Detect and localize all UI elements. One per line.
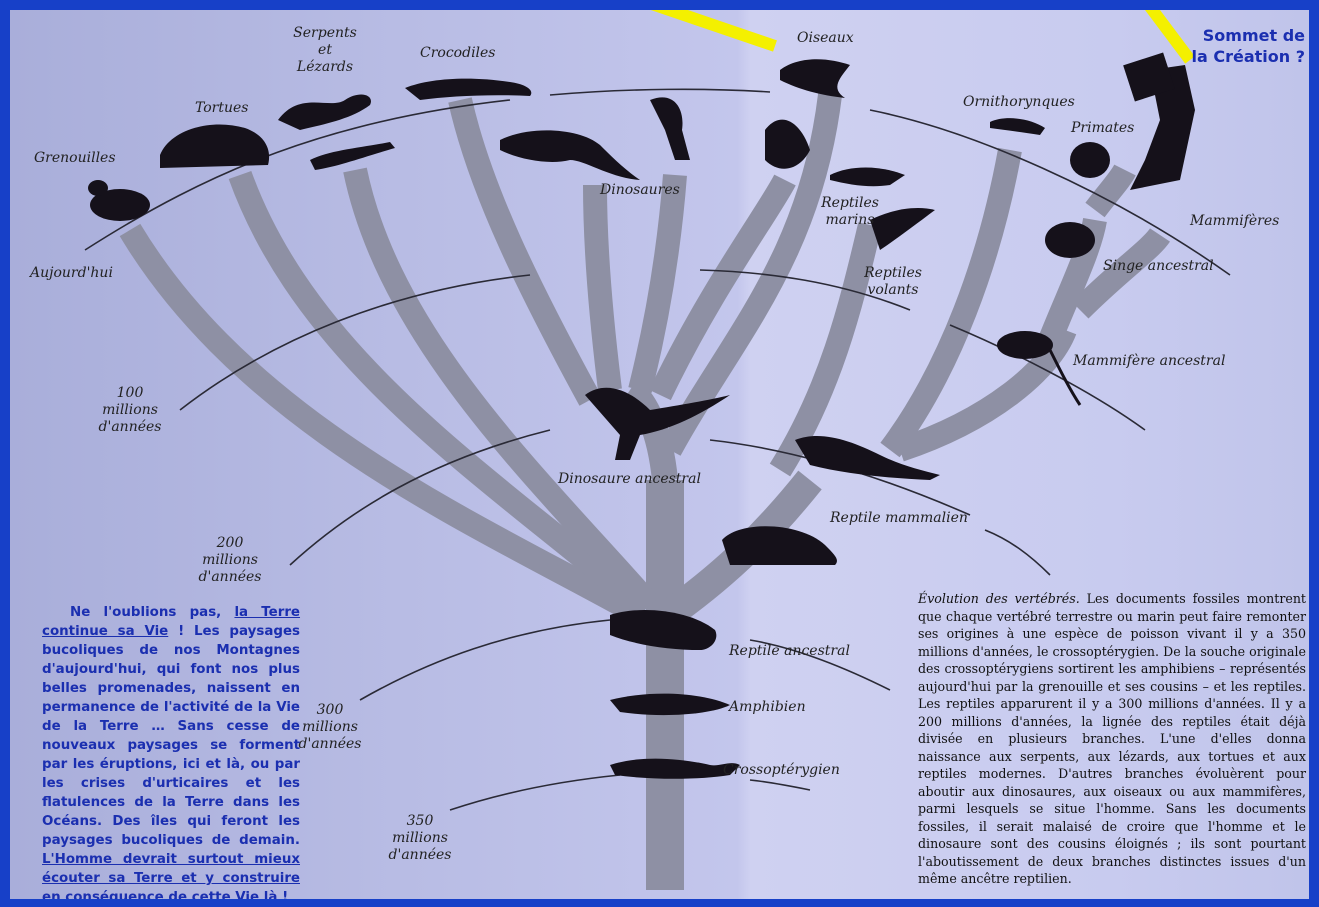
label-crossopterygien: Crossoptérygien	[723, 762, 840, 779]
ichthyosaur-silhouette	[830, 168, 905, 187]
crocodile-silhouette	[405, 79, 531, 100]
label-mammiferes: Mammifères	[1190, 213, 1279, 230]
label-reptiles-marins: Reptiles marins	[815, 195, 885, 229]
pointer-left	[640, 10, 775, 46]
label-serpents-lezards: Serpents et Lézards	[290, 25, 360, 76]
label-grenouilles: Grenouilles	[34, 150, 116, 167]
dinosaur-theropod-silhouette	[650, 97, 690, 160]
turtle-silhouette	[160, 124, 269, 168]
ancestral-reptile-silhouette	[610, 610, 716, 650]
lizard-silhouette	[310, 142, 395, 170]
ancestral-mammal-silhouette	[997, 331, 1053, 359]
therapsid-silhouette	[722, 526, 837, 565]
link-homme-ecouter[interactable]: L'Homme devrait surtout mieux écouter sa…	[42, 852, 300, 899]
amphibian-silhouette	[610, 694, 730, 715]
label-amphibien: Amphibien	[729, 699, 806, 716]
label-tortues: Tortues	[195, 100, 248, 117]
snake-silhouette	[278, 95, 371, 130]
monkey-silhouette	[1045, 222, 1095, 258]
bird-silhouette	[780, 59, 850, 98]
label-singe-ancestral: Singe ancestral	[1103, 258, 1214, 275]
label-dinosaures: Dinosaures	[600, 182, 680, 199]
label-primates: Primates	[1071, 120, 1134, 137]
label-reptile-mammalien: Reptile mammalien	[830, 510, 968, 527]
label-reptiles-volants: Reptiles volants	[858, 265, 928, 299]
platypus-silhouette	[990, 118, 1045, 135]
archaeopteryx-silhouette	[765, 120, 810, 169]
pointer-right	[1145, 10, 1190, 60]
yellow-pointers	[640, 10, 1190, 60]
label-crocodiles: Crocodiles	[420, 45, 496, 62]
label-aujourdhui: Aujourd'hui	[30, 265, 113, 282]
evolution-diagram: Grenouilles Aujourd'hui Tortues Serpents…	[10, 10, 1309, 899]
label-oiseaux: Oiseaux	[797, 30, 854, 47]
label-reptile-ancestral: Reptile ancestral	[729, 643, 850, 660]
caption-evolution: Évolution des vertébrés. Les documents f…	[918, 590, 1306, 888]
label-mammifere-ancestral: Mammifère ancestral	[1073, 353, 1225, 370]
primate-silhouette	[1070, 142, 1110, 178]
crossopterygian-silhouette	[610, 759, 740, 779]
annotation-sommet: Sommet de la Création ?	[1192, 25, 1306, 67]
annotation-left: Ne l'oublions pas, la Terre continue sa …	[42, 603, 300, 899]
label-ornithorynques: Ornithorynques	[963, 94, 1075, 111]
arc-350	[450, 775, 810, 810]
label-dinosaure-ancestral: Dinosaure ancestral	[558, 471, 701, 488]
dinosaur-sauropod-silhouette	[500, 130, 640, 180]
branch-dinosaures-1	[595, 185, 610, 390]
branch-primates	[1095, 170, 1125, 210]
